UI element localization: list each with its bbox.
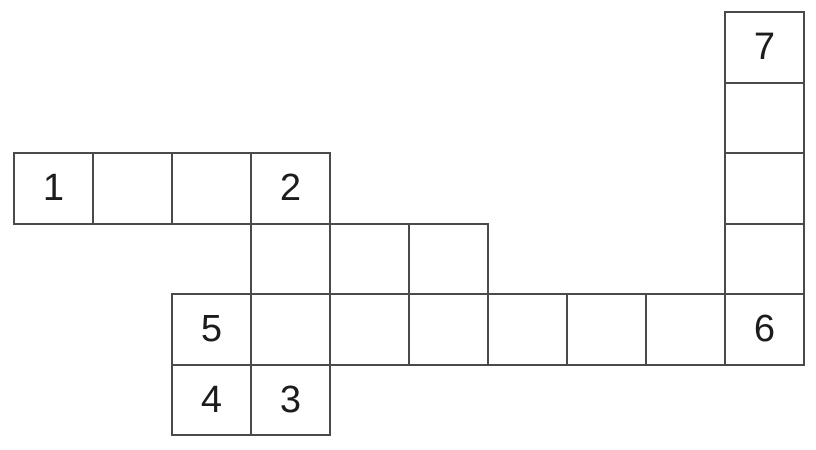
crossword-cell-r3-c9[interactable] bbox=[724, 222, 805, 295]
cell-number: 3 bbox=[279, 378, 302, 421]
crossword-cell-r2-c2[interactable] bbox=[171, 152, 252, 225]
crossword-cell-r3-c3[interactable] bbox=[250, 222, 331, 295]
cell-number: 7 bbox=[753, 26, 776, 69]
cell-number: 5 bbox=[200, 308, 223, 351]
cell-number: 6 bbox=[753, 308, 776, 351]
crossword-cell-r4-c2[interactable]: 5 bbox=[171, 293, 252, 366]
crossword-cell-r3-c5[interactable] bbox=[408, 222, 489, 295]
crossword-cell-r4-c7[interactable] bbox=[566, 293, 647, 366]
crossword-cell-r4-c8[interactable] bbox=[645, 293, 726, 366]
crossword-cell-r4-c5[interactable] bbox=[408, 293, 489, 366]
crossword-cell-r5-c3[interactable]: 3 bbox=[250, 363, 331, 436]
cell-number: 1 bbox=[42, 167, 65, 210]
crossword-cell-r4-c6[interactable] bbox=[487, 293, 568, 366]
crossword-cell-r0-c9[interactable]: 7 bbox=[724, 11, 805, 84]
cell-number: 2 bbox=[279, 167, 302, 210]
crossword-cell-r1-c9[interactable] bbox=[724, 81, 805, 154]
crossword-cell-r4-c3[interactable] bbox=[250, 293, 331, 366]
crossword-cell-r3-c4[interactable] bbox=[329, 222, 410, 295]
crossword-cell-r4-c4[interactable] bbox=[329, 293, 410, 366]
crossword-cell-r5-c2[interactable]: 4 bbox=[171, 363, 252, 436]
crossword-cell-r2-c1[interactable] bbox=[92, 152, 173, 225]
crossword-cell-r2-c0[interactable]: 1 bbox=[13, 152, 94, 225]
crossword-cell-r2-c3[interactable]: 2 bbox=[250, 152, 331, 225]
crossword-cell-r4-c9[interactable]: 6 bbox=[724, 293, 805, 366]
cell-number: 4 bbox=[200, 378, 223, 421]
crossword-cell-r2-c9[interactable] bbox=[724, 152, 805, 225]
